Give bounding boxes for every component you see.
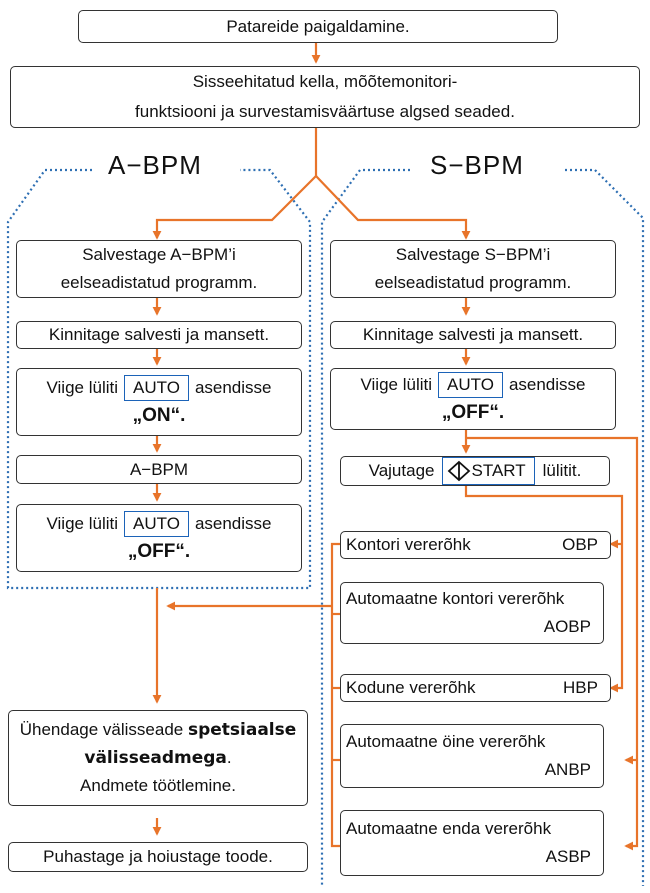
- sbpm-attach: Kinnitage salvesti ja mansett.: [330, 321, 616, 349]
- mode-obp-name: Kontori vererõhk: [346, 535, 471, 554]
- sbpm-dotted-right: [565, 168, 645, 886]
- arrow-modes-collect: [330, 542, 340, 848]
- start-pre: Vajutage: [368, 461, 435, 480]
- mode-aobp-name: Automaatne kontori vererõhk: [346, 589, 565, 608]
- step-batteries: Patareide paigaldamine.: [78, 10, 558, 43]
- sbpm-switch-post: asendisse: [508, 375, 586, 394]
- mode-obp: Kontori vererõhk OBP: [340, 531, 611, 559]
- mode-asbp-code: ASBP: [545, 847, 591, 866]
- auto-key-2: AUTO: [124, 511, 189, 537]
- mode-anbp-name: Automaatne öine vererõhk: [346, 732, 546, 751]
- abpm-switch2-post: asendisse: [194, 514, 272, 533]
- abpm-measurement: A−BPM: [16, 455, 302, 484]
- step-connect-device: Ühendage välisseade spetsiaalse välissea…: [8, 710, 308, 806]
- step-settings-line1: Sisseehitatud kella, mõõtemonitori-: [192, 72, 458, 91]
- sbpm-save-line1: Salvestage S−BPM’i: [395, 245, 551, 264]
- sbpm-dotted-border: [320, 168, 410, 886]
- abpm-switch-on: Viige lüliti AUTO asendisse „ON“.: [16, 368, 302, 436]
- abpm-save-program: Salvestage A−BPM’i eelseadistatud progra…: [16, 240, 302, 298]
- mode-asbp-name: Automaatne enda vererõhk: [346, 819, 552, 838]
- start-key-label: START: [471, 461, 526, 480]
- arrow-to-sbpm: [315, 175, 471, 240]
- mode-hbp: Kodune vererõhk HBP: [340, 674, 611, 702]
- abpm-save-line2: eelseadistatud programm.: [60, 273, 258, 292]
- mode-aobp: Automaatne kontori vererõhk AOBP: [340, 582, 604, 644]
- sbpm-switch-off: Viige lüliti AUTO asendisse „OFF“.: [330, 368, 616, 430]
- mode-anbp: Automaatne öine vererõhk ANBP: [340, 724, 604, 788]
- abpm-switch-post: asendisse: [194, 378, 272, 397]
- abpm-title: A−BPM: [108, 150, 202, 180]
- arrow-off-to-branches: [466, 436, 639, 851]
- arrow-start-to-branches: [464, 486, 624, 693]
- sbpm-switch-pre: Viige lüliti: [360, 375, 433, 394]
- abpm-switch2-pre: Viige lüliti: [46, 514, 119, 533]
- abpm-attach: Kinnitage salvesti ja mansett.: [16, 321, 302, 349]
- sbpm-attach-label: Kinnitage salvesti ja mansett.: [362, 325, 584, 344]
- mode-aobp-code: AOBP: [543, 617, 591, 636]
- mode-obp-code: OBP: [562, 535, 598, 554]
- abpm-save-line1: Salvestage A−BPM’i: [82, 245, 236, 264]
- arrow-to-abpm: [152, 175, 317, 240]
- step-initial-settings: Sisseehitatud kella, mõõtemonitori- funk…: [10, 66, 640, 128]
- connect-post: .: [226, 748, 232, 767]
- sbpm-save-program: Salvestage S−BPM’i eelseadistatud progra…: [330, 240, 616, 298]
- process-data: Andmete töötlemine.: [80, 776, 236, 795]
- connect-pre: Ühendage välisseade: [19, 720, 184, 739]
- abpm-switch-pre: Viige lüliti: [46, 378, 119, 397]
- sbpm-save-line2: eelseadistatud programm.: [374, 273, 572, 292]
- step-batteries-label: Patareide paigaldamine.: [226, 16, 410, 36]
- abpm-attach-label: Kinnitage salvesti ja mansett.: [48, 325, 270, 344]
- clean-label: Puhastage ja hoiustage toode.: [43, 847, 273, 866]
- sbpm-press-start: Vajutage START lülitit.: [340, 456, 610, 486]
- abpm-off-state: „OFF“.: [127, 541, 191, 562]
- start-diamond-icon: [448, 460, 471, 482]
- sbpm-title: S−BPM: [430, 150, 524, 180]
- dotted-group-borders: [6, 168, 645, 886]
- step-clean-store: Puhastage ja hoiustage toode.: [8, 842, 308, 872]
- step-settings-line2: funktsiooni ja survestamisväärtuse algse…: [135, 102, 515, 121]
- connect-bold2: välisseadmega: [84, 748, 227, 768]
- start-key: START: [442, 457, 535, 485]
- abpm-measurement-label: A−BPM: [129, 459, 189, 479]
- abpm-switch-off: Viige lüliti AUTO asendisse „OFF“.: [16, 504, 302, 572]
- sbpm-off-state: „OFF“.: [441, 402, 505, 423]
- mode-asbp: Automaatne enda vererõhk ASBP: [340, 810, 604, 876]
- connect-bold1: spetsiaalse: [187, 720, 297, 740]
- mode-anbp-code: ANBP: [544, 760, 591, 779]
- auto-key-3: AUTO: [438, 372, 503, 398]
- mode-hbp-code: HBP: [563, 678, 598, 697]
- orange-arrows: [152, 43, 639, 851]
- auto-key: AUTO: [124, 375, 189, 401]
- abpm-on-state: „ON“.: [132, 405, 186, 426]
- start-post: lülitit.: [542, 461, 582, 480]
- mode-hbp-name: Kodune vererõhk: [346, 678, 476, 697]
